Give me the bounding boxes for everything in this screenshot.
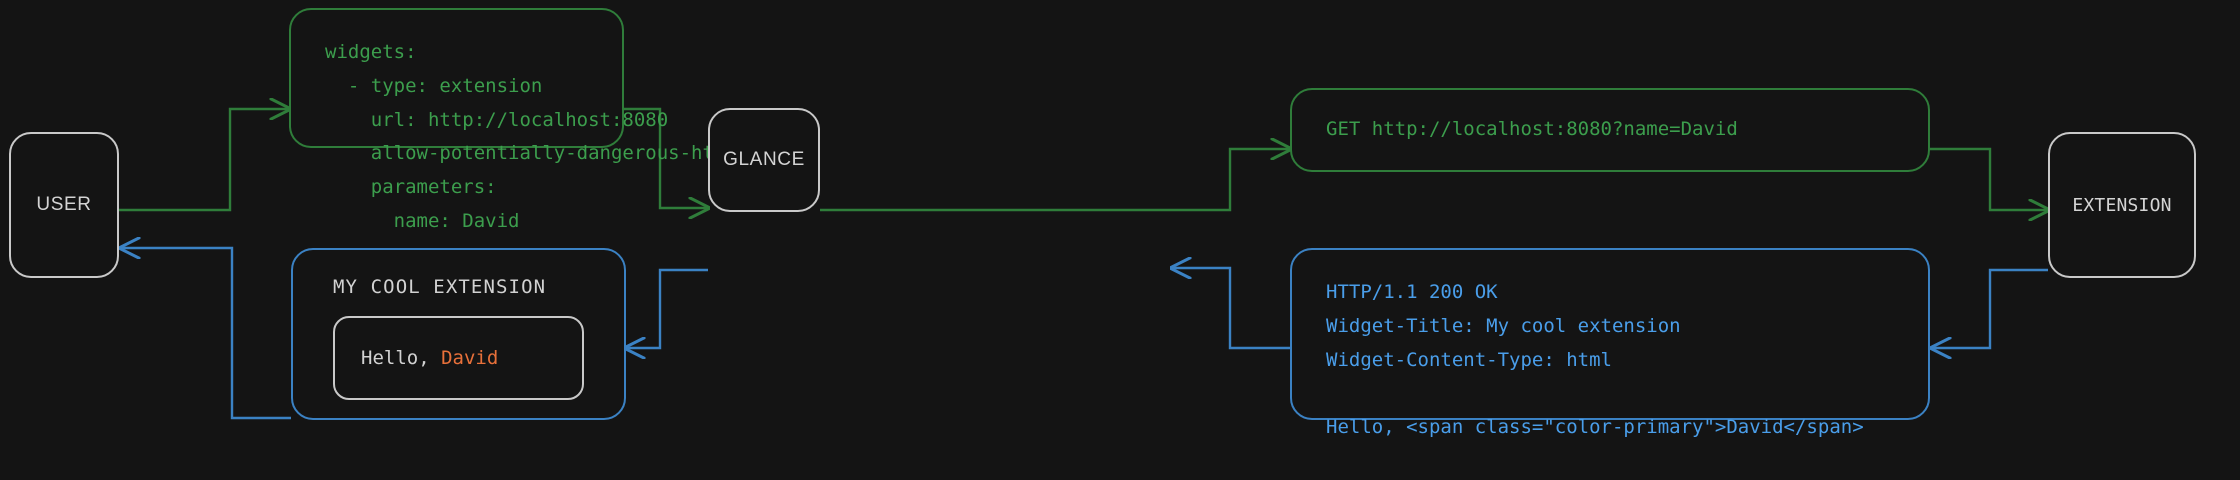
connector-widget-to-user	[121, 248, 291, 420]
node-user-label: USER	[36, 194, 92, 215]
panel-config[interactable]: widgets: - type: extension url: http://l…	[289, 8, 805, 232]
connector-request-to-extension	[1930, 147, 2048, 210]
panel-http-response[interactable]: HTTP/1.1 200 OK Widget-Title: My cool ex…	[1290, 248, 1930, 438]
node-glance-label: GLANCE	[723, 149, 805, 170]
http-request-code: GET http://localhost:8080?name=David	[1326, 118, 1738, 141]
connector-user-to-config	[119, 109, 289, 212]
config-code: widgets: - type: extension url: http://l…	[325, 41, 805, 233]
widget-body: Hello, David	[333, 316, 584, 400]
node-extension[interactable]: EXTENSION	[2048, 132, 2196, 278]
panel-http-request[interactable]: GET http://localhost:8080?name=David	[1290, 88, 1930, 172]
connector-response-to-glance	[1172, 268, 1290, 350]
widget-greeting: Hello,	[361, 347, 442, 369]
connector-glance-to-widget	[626, 268, 708, 348]
node-user[interactable]: USER	[9, 132, 119, 278]
http-response-code: HTTP/1.1 200 OK Widget-Title: My cool ex…	[1326, 281, 1864, 439]
node-extension-label: EXTENSION	[2072, 194, 2172, 216]
node-glance[interactable]: GLANCE	[708, 108, 820, 212]
widget-name: David	[441, 347, 499, 369]
panel-rendered-widget[interactable]: MY COOL EXTENSION Hello, David	[291, 248, 626, 420]
connector-glance-to-request	[820, 149, 1290, 212]
widget-title: MY COOL EXTENSION	[333, 276, 547, 298]
connector-extension-to-response	[1932, 268, 2048, 348]
